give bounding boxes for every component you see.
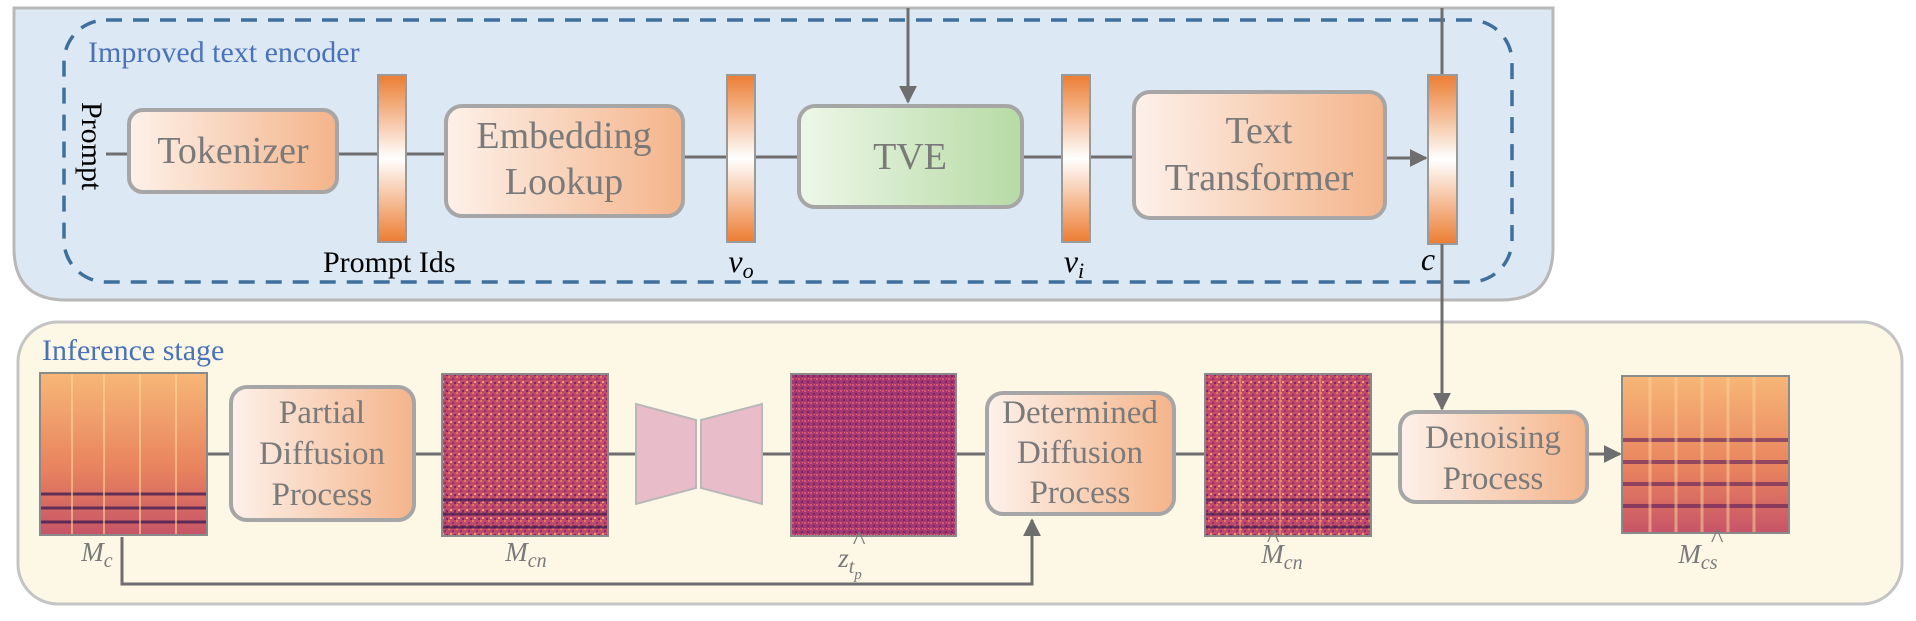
denoising-label-line1: Denoising	[1425, 420, 1561, 456]
text-transformer-box: Text Transformer	[1132, 90, 1387, 220]
partial-diffusion-box: Partial Diffusion Process	[229, 385, 416, 522]
determined-diffusion-box: Determined Diffusion Process	[985, 391, 1176, 516]
mc-to-determined-skip-arrow	[120, 518, 1041, 586]
tve-box: TVE	[797, 104, 1024, 209]
mcn-hat-spectrogram	[1204, 373, 1372, 537]
transformer-label-line1: Text	[1226, 110, 1293, 152]
mcn-hat-label: Mcn	[1260, 539, 1302, 574]
tokenizer-box: Tokenizer	[127, 108, 339, 194]
prompt-label: Prompt	[75, 102, 108, 191]
c-vector	[1427, 74, 1458, 245]
prompt-ids-label: Prompt Ids	[323, 246, 456, 279]
encoder-title: Improved text encoder	[88, 36, 360, 69]
mc-spectrogram	[39, 372, 208, 536]
determined-label-line3: Process	[1030, 475, 1131, 511]
embedding-label-line2: Lookup	[505, 161, 623, 203]
tve-label: TVE	[873, 136, 947, 178]
vo-vector	[726, 74, 756, 243]
mcn-hat-mark: ^	[1266, 523, 1279, 553]
transformer-label-line2: Transformer	[1165, 157, 1354, 199]
denoising-box: Denoising Process	[1398, 410, 1589, 504]
prompt-ids-vector	[377, 74, 407, 243]
partial-label-line3: Process	[272, 477, 373, 513]
partial-label-line2: Diffusion	[259, 436, 385, 472]
z-latent-noise	[790, 373, 957, 537]
mcn-spectrogram	[441, 373, 609, 537]
z-label: ztp	[837, 543, 862, 583]
c-label: c	[1421, 241, 1435, 277]
embedding-label-line1: Embedding	[476, 115, 651, 157]
mcs-hat-mark: ^	[1710, 523, 1723, 553]
embedding-lookup-box: Embedding Lookup	[444, 104, 685, 218]
encoder-dashed-border	[62, 18, 1514, 284]
tokenizer-label: Tokenizer	[157, 130, 309, 172]
vi-vector	[1061, 74, 1091, 243]
mcs-hat-label: Mcs	[1677, 539, 1717, 574]
vae-encoder-shape	[635, 402, 763, 506]
vo-label: vo	[728, 243, 753, 283]
mcn-label: Mcn	[504, 537, 546, 572]
mc-label: Mc	[80, 537, 113, 572]
mcs-hat-spectrogram	[1621, 375, 1790, 534]
determined-label-line1: Determined	[1002, 395, 1158, 431]
vi-label: vi	[1064, 243, 1084, 283]
denoising-label-line2: Process	[1443, 461, 1544, 497]
determined-label-line2: Diffusion	[1017, 435, 1143, 471]
z-hat-mark: ^	[852, 525, 865, 555]
inference-title: Inference stage	[42, 334, 224, 367]
partial-label-line1: Partial	[279, 395, 365, 431]
